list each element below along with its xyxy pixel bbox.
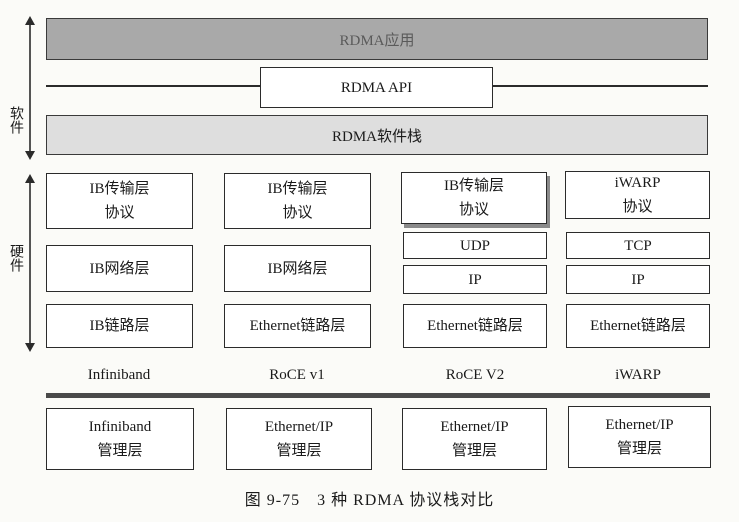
transport-label-line1: iWARP bbox=[614, 175, 661, 191]
management-layer-iwarp: Ethernet/IP 管理层 bbox=[568, 406, 711, 468]
management-label-line2: 管理层 bbox=[451, 443, 497, 459]
management-label-line2: 管理层 bbox=[276, 443, 322, 459]
management-label-line2: 管理层 bbox=[616, 441, 662, 457]
rdma-api-layer: RDMA API bbox=[260, 67, 493, 108]
link-label: IB链路层 bbox=[89, 318, 150, 334]
software-label: 软件 bbox=[8, 106, 24, 134]
ip-label: IP bbox=[468, 271, 482, 288]
transport-box-shadow bbox=[404, 224, 550, 228]
network-label: IB网络层 bbox=[267, 260, 328, 277]
transport-layer-iwarp: iWARP 协议 bbox=[565, 171, 710, 219]
management-label-line1: Infiniband bbox=[88, 419, 152, 435]
ip-layer-roce-v2: IP bbox=[403, 265, 547, 294]
network-layer-infiniband: IB网络层 bbox=[46, 245, 193, 292]
network-label: IB网络层 bbox=[89, 260, 150, 277]
separator-bar bbox=[46, 393, 710, 398]
management-label-line1: Ethernet/IP bbox=[264, 419, 334, 435]
api-left-line bbox=[46, 85, 260, 87]
protocol-name-roce-v2: RoCE V2 bbox=[445, 367, 505, 383]
link-label: Ethernet链路层 bbox=[249, 318, 346, 334]
transport-label-line2: 协议 bbox=[104, 205, 135, 221]
tcp-layer-iwarp: TCP bbox=[566, 232, 710, 259]
ip-layer-iwarp: IP bbox=[566, 265, 710, 294]
link-label: Ethernet链路层 bbox=[590, 318, 686, 334]
protocol-name-iwarp: iWARP bbox=[615, 367, 661, 383]
rdma-api-label: RDMA API bbox=[340, 79, 413, 96]
protocol-name-roce-v1: RoCE v1 bbox=[269, 367, 325, 383]
rdma-software-stack-label: RDMA软件栈 bbox=[331, 128, 422, 145]
transport-layer-roce-v1: IB传输层 协议 bbox=[224, 173, 371, 229]
transport-layer-roce-v2: IB传输层 协议 bbox=[401, 172, 547, 224]
transport-label-line1: IB传输层 bbox=[267, 181, 328, 197]
link-layer-roce-v1: Ethernet链路层 bbox=[224, 304, 371, 348]
software-range-arrow bbox=[25, 16, 35, 160]
link-layer-iwarp: Ethernet链路层 bbox=[566, 304, 710, 348]
hardware-label: 硬件 bbox=[8, 244, 24, 272]
link-layer-roce-v2: Ethernet链路层 bbox=[403, 304, 547, 348]
udp-layer-roce-v2: UDP bbox=[403, 232, 547, 259]
management-layer-infiniband: Infiniband 管理层 bbox=[46, 408, 194, 470]
ip-label: IP bbox=[631, 271, 645, 288]
tcp-label: TCP bbox=[624, 237, 652, 254]
management-label-line1: Ethernet/IP bbox=[440, 419, 509, 435]
rdma-application-layer: RDMA应用 bbox=[46, 18, 708, 60]
rdma-software-stack-layer: RDMA软件栈 bbox=[46, 115, 708, 155]
management-label-line2: 管理层 bbox=[97, 443, 143, 459]
transport-label-line1: IB传输层 bbox=[443, 178, 504, 194]
network-layer-roce-v1: IB网络层 bbox=[224, 245, 371, 292]
link-label: Ethernet链路层 bbox=[427, 318, 523, 334]
transport-layer-infiniband: IB传输层 协议 bbox=[46, 173, 193, 229]
rdma-application-label: RDMA应用 bbox=[339, 32, 415, 49]
transport-label-line2: 协议 bbox=[622, 199, 653, 215]
management-label-line1: Ethernet/IP bbox=[605, 417, 674, 433]
management-layer-roce-v1: Ethernet/IP 管理层 bbox=[226, 408, 372, 470]
management-layer-roce-v2: Ethernet/IP 管理层 bbox=[402, 408, 547, 470]
transport-label-line1: IB传输层 bbox=[89, 181, 150, 197]
protocol-name-infiniband: Infiniband bbox=[87, 367, 151, 383]
api-right-line bbox=[493, 85, 708, 87]
transport-box-shadow-side bbox=[546, 176, 550, 228]
hardware-range-arrow bbox=[25, 174, 35, 352]
udp-label: UDP bbox=[459, 237, 490, 254]
transport-label-line2: 协议 bbox=[458, 202, 489, 218]
figure-caption: 图 9-75 3 种 RDMA 协议栈对比 bbox=[244, 492, 495, 509]
transport-label-line2: 协议 bbox=[282, 205, 313, 221]
link-layer-infiniband: IB链路层 bbox=[46, 304, 193, 348]
